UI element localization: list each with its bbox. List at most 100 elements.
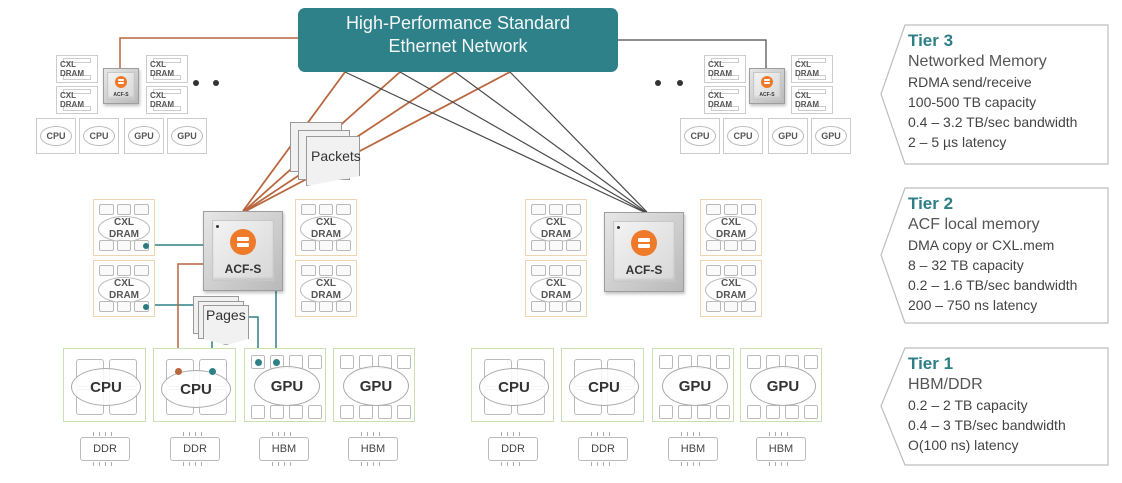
processor-label: CPU — [569, 368, 639, 406]
tier-1-panel: Tier 1 HBM/DDR 0.2 – 2 TB capacity 0.4 –… — [880, 347, 1110, 467]
top-left-cxl-dram-2: CXL DRAM — [56, 86, 98, 114]
ellipsis-dot — [655, 80, 661, 86]
tier-subtitle: Networked Memory — [908, 53, 1047, 70]
tier-panel-shape — [880, 187, 1109, 324]
acf-logo-icon — [230, 228, 256, 255]
left-hbm-1: HBM — [259, 432, 309, 466]
tier-2-panel: Tier 2 ACF local memory DMA copy or CXL.… — [880, 187, 1110, 325]
right-ddr-1: DDR — [488, 432, 538, 466]
processor-label: CPU — [684, 126, 716, 146]
left-cpu-1: CPU — [63, 348, 146, 422]
connector-dot — [255, 359, 262, 366]
processor-label: GPU — [662, 366, 728, 406]
dram-label: DRAM — [541, 290, 571, 301]
ellipsis-dot — [193, 80, 199, 86]
top-right-gpu-1: GPU — [768, 118, 808, 154]
top-right-cxl-dram-2: CXL DRAM — [704, 86, 746, 114]
dram-label: DRAM — [109, 290, 139, 301]
right-ddr-2: DDR — [578, 432, 628, 466]
pages-label: Pages — [206, 307, 246, 323]
tier-3-panel: Tier 3 Networked Memory RDMA send/receiv… — [880, 24, 1110, 166]
acf-logo-icon — [761, 75, 773, 88]
left-ddr-1: DDR — [80, 432, 130, 466]
acf-logo-icon — [631, 229, 657, 256]
right-acf-s-chip: ACF-S — [604, 212, 684, 292]
processor-label: GPU — [750, 366, 816, 406]
acf-label: ACF-S — [113, 91, 129, 98]
processor-label: CPU — [40, 126, 72, 146]
top-left-cxl-dram-4: CXL DRAM — [146, 86, 188, 114]
connector-dot — [175, 368, 182, 375]
dram-label: DRAM — [311, 290, 341, 301]
processor-label: CPU — [83, 126, 115, 146]
wire-bundle-right — [344, 71, 648, 213]
right-gpu-1: GPU — [652, 348, 734, 422]
top-left-acf-s-chip: ACF-S — [103, 68, 139, 104]
cxl-dram-label: CXL DRAM — [708, 91, 742, 109]
processor-label: GPU — [772, 126, 804, 146]
cxl-dram-label: CXL DRAM — [60, 60, 94, 78]
tier-subtitle: ACF local memory — [908, 216, 1040, 233]
tier-subtitle: HBM/DDR — [908, 376, 983, 393]
tier-panel-shape — [880, 347, 1109, 466]
processor-label: CPU — [727, 126, 759, 146]
top-right-acf-s-chip: ACF-S — [749, 68, 785, 104]
tier-detail: 200 – 750 ns latency — [908, 297, 1038, 313]
wire-acf-to-cpu2 — [177, 263, 205, 370]
ellipsis-dot — [213, 80, 219, 86]
top-left-cxl-dram-1: CXL DRAM — [56, 55, 98, 83]
processor-label: CPU — [161, 370, 231, 408]
top-right-cxl-dram-1: CXL DRAM — [704, 55, 746, 83]
tier-title: Tier 2 — [908, 194, 954, 213]
wire-pages-to-gpu1 — [245, 316, 259, 362]
tier-detail: 0.4 – 3 TB/sec bandwidth — [908, 417, 1066, 433]
cxl-dram-label: CXL DRAM — [150, 60, 184, 78]
cxl-label: CXL — [721, 278, 741, 289]
right-gpu-2: GPU — [740, 348, 822, 422]
ellipsis-dot — [677, 80, 683, 86]
processor-label: CPU — [71, 368, 141, 406]
wire-bundle-left — [242, 71, 511, 212]
top-left-cpu-1: CPU — [36, 118, 76, 154]
wire-network-top-right — [618, 39, 767, 70]
tier-title: Tier 1 — [908, 354, 954, 373]
top-right-cxl-dram-4: CXL DRAM — [791, 86, 833, 114]
dram-label: DRAM — [541, 229, 571, 240]
left-gpu-2: GPU — [333, 348, 415, 422]
cxl-label: CXL — [316, 217, 336, 228]
dram-label: DRAM — [109, 229, 139, 240]
cxl-dram-label: CXL DRAM — [708, 60, 742, 78]
top-left-cpu-2: CPU — [79, 118, 119, 154]
dram-label: DRAM — [716, 290, 746, 301]
connector-dot — [143, 304, 149, 310]
acf-label: ACF-S — [625, 262, 663, 277]
tier-panel-shape — [880, 24, 1109, 165]
dram-label: DRAM — [311, 229, 341, 240]
top-left-gpu-2: GPU — [167, 118, 207, 154]
left-gpu-1: GPU — [244, 348, 326, 422]
top-right-cpu-2: CPU — [723, 118, 763, 154]
wire-network-top-left — [119, 37, 298, 70]
tier-detail: 8 – 32 TB capacity — [908, 257, 1024, 273]
acf-label: ACF-S — [224, 261, 262, 276]
top-left-cxl-dram-3: CXL DRAM — [146, 55, 188, 83]
ethernet-network-box: High-Performance Standard Ethernet Netwo… — [298, 8, 618, 72]
left-acf-s-chip: ACF-S — [203, 211, 283, 291]
packets-stack: Packets — [290, 122, 362, 188]
cxl-dram-label: CXL DRAM — [150, 91, 184, 109]
tier-detail: RDMA send/receive — [908, 74, 1032, 90]
dram-label: DRAM — [716, 229, 746, 240]
left-ddr-2: DDR — [170, 432, 220, 466]
tier-detail: 0.2 – 1.6 TB/sec bandwidth — [908, 277, 1078, 293]
tier-detail: 2 – 5 µs latency — [908, 134, 1007, 150]
cxl-dram-label: CXL DRAM — [795, 60, 829, 78]
processor-label: CPU — [479, 368, 549, 406]
tier-detail: O(100 ns) latency — [908, 437, 1019, 453]
